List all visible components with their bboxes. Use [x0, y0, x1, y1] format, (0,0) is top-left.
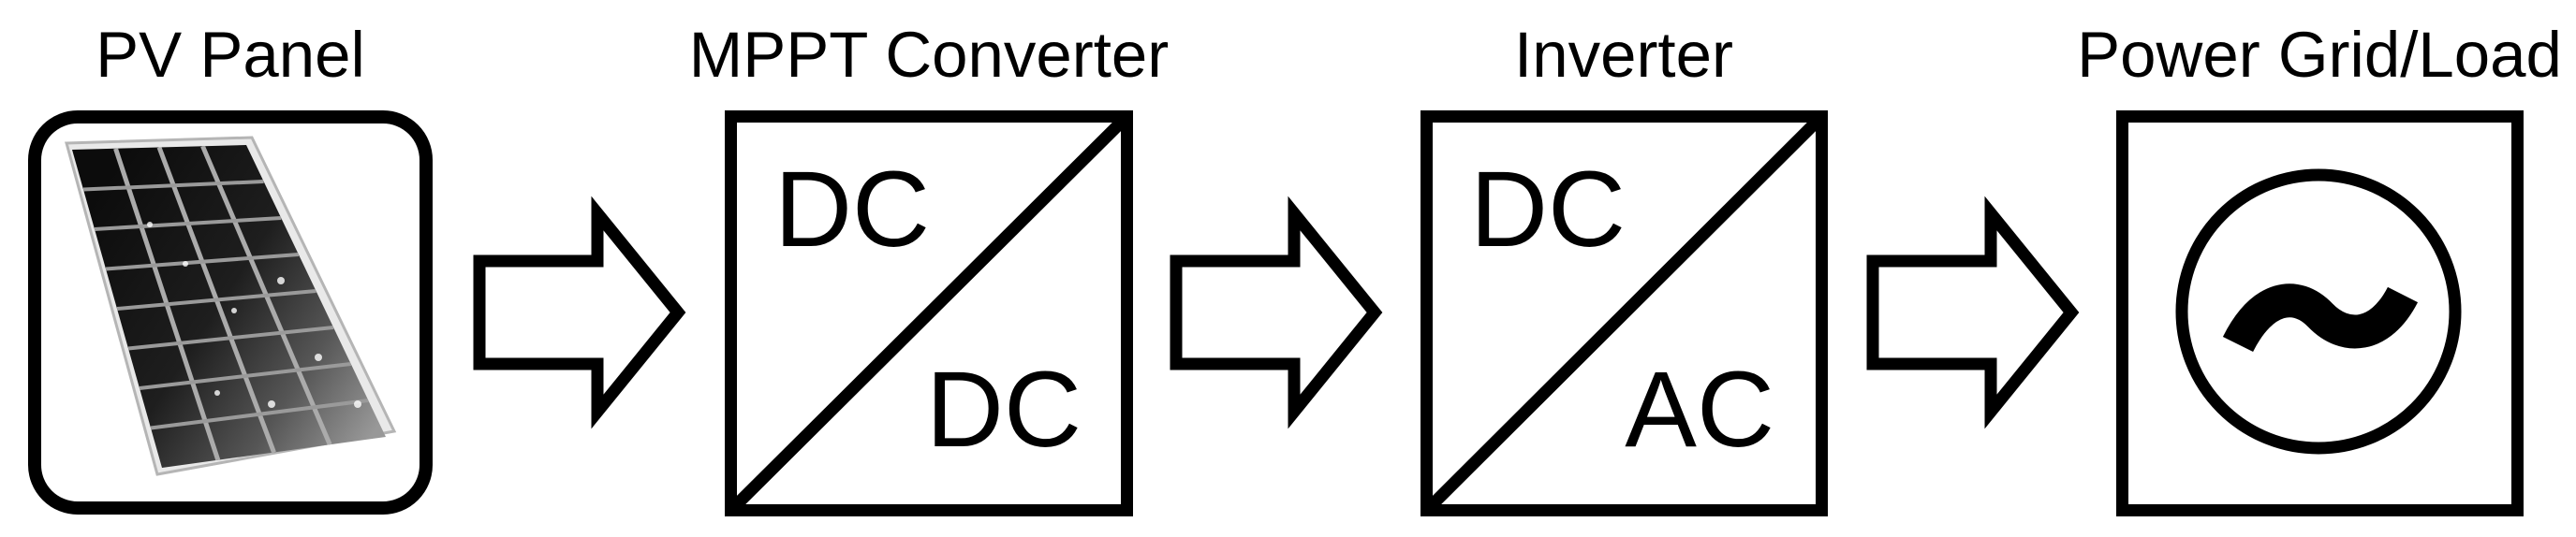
block-inverter: Inverter DC AC	[1420, 19, 1828, 516]
power-grid-load-label: Power Grid/Load	[2077, 19, 2562, 91]
inverter-input-label: DC	[1470, 150, 1626, 269]
mppt-diagonal-divider	[729, 114, 1129, 513]
ac-sine-icon	[2222, 283, 2419, 353]
flow-arrow-2-icon	[1170, 196, 1383, 429]
block-power-grid-load: Power Grid/Load	[2077, 19, 2562, 516]
flow-arrow-1-icon	[473, 196, 686, 429]
mppt-output-label: DC	[926, 350, 1082, 470]
mppt-input-label: DC	[774, 150, 930, 269]
pv-panel-label: PV Panel	[96, 19, 365, 91]
block-mppt-converter: MPPT Converter DC DC	[689, 19, 1170, 516]
block-pv-panel: PV Panel	[28, 19, 433, 515]
solar-panel-image	[65, 136, 397, 476]
solar-panel-grid	[82, 145, 369, 461]
flow-arrow-3-icon	[1866, 196, 2080, 429]
ac-source-circle-icon	[2175, 168, 2462, 455]
inverter-diagonal-divider	[1424, 114, 1824, 513]
inverter-label: Inverter	[1514, 19, 1733, 91]
mppt-converter-label: MPPT Converter	[689, 19, 1170, 91]
inverter-output-label: AC	[1625, 350, 1774, 470]
